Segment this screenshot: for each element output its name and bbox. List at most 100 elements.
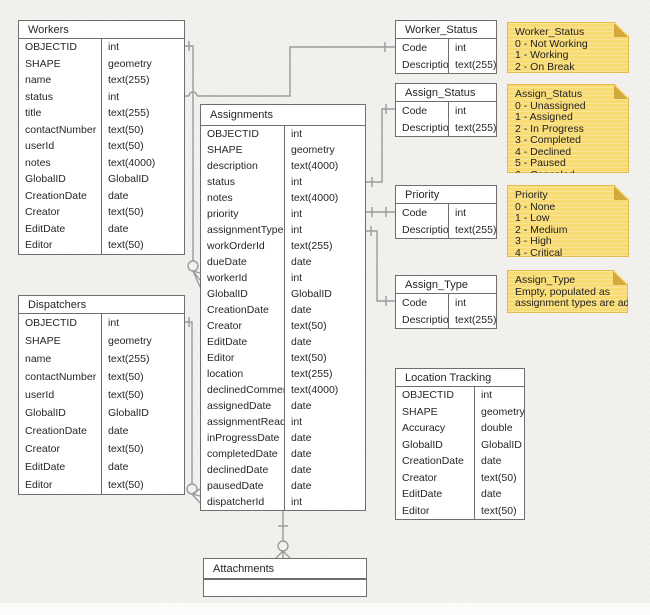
note-title: Assign_Status (515, 88, 583, 100)
relationship-dispatchers-assignments[interactable] (185, 317, 201, 504)
field-type: text(4000) (284, 382, 365, 398)
relationship-assignments-priority[interactable] (366, 207, 395, 217)
field-type: text(4000) (101, 154, 184, 171)
entity-table-attachments[interactable]: Attachments (203, 558, 367, 597)
field-type: GlobalID (101, 171, 184, 188)
field-type: date (284, 302, 365, 318)
field-type: text(255) (284, 238, 365, 254)
field-name: CreationDate (25, 189, 87, 202)
entity-table-priority[interactable]: PriorityCodeintDescriptiontext(255) (395, 185, 497, 239)
entity-table-worker_status[interactable]: Worker_StatusCodeintDescriptiontext(255) (395, 20, 497, 74)
relationship-assignments-assignstatus[interactable] (366, 104, 395, 187)
zero-circle (187, 260, 199, 272)
field-type: text(255) (448, 221, 496, 238)
field-type: text(50) (101, 138, 184, 155)
field-name: SHAPE (25, 335, 61, 347)
field-row: Descriptiontext(255) (396, 56, 496, 73)
zero-circle (277, 540, 289, 552)
note-line: 1 - Assigned (515, 111, 573, 123)
field-type: text(255) (448, 311, 496, 328)
entity-table-assign_status[interactable]: Assign_StatusCodeintDescriptiontext(255) (395, 83, 497, 137)
field-type: GlobalID (474, 436, 524, 453)
field-name: userId (25, 140, 55, 153)
field-type: int (284, 270, 365, 286)
field-type: text(4000) (284, 190, 365, 206)
field-name: Editor (25, 479, 53, 491)
field-name: Editor (25, 239, 53, 252)
field-name: OBJECTID (25, 41, 77, 54)
field-name: SHAPE (207, 144, 243, 156)
table-title: Attachments (204, 559, 366, 579)
field-name: Editor (207, 352, 235, 364)
field-name: EditDate (207, 336, 248, 348)
field-name: Accuracy (402, 422, 446, 435)
field-type: text(50) (101, 368, 184, 386)
relationship-assignments-attachments[interactable] (275, 509, 291, 559)
field-type: int (448, 102, 496, 119)
note-line: 0 - Unassigned (515, 99, 586, 112)
note-title: Priority (515, 189, 548, 201)
field-name: GlobalID (25, 173, 66, 186)
field-name: SHAPE (25, 57, 61, 70)
field-name: assignmentRead (207, 416, 284, 428)
field-name: assignmentType (207, 224, 284, 236)
field-name: Code (402, 206, 428, 219)
field-name: assignedDate (207, 400, 272, 412)
field-name: GlobalID (25, 407, 66, 419)
field-type: text(255) (101, 350, 184, 368)
field-name: Code (402, 104, 428, 117)
field-name: declinedDate (207, 464, 269, 476)
field-type: text(50) (101, 386, 184, 404)
relationship-workers-workerstatus[interactable] (185, 42, 395, 97)
note-line: 0 - None (515, 200, 556, 213)
field-name: location (207, 368, 244, 380)
table-title: Assign_Type (396, 276, 496, 294)
note-line: Empty, populated as (515, 285, 610, 298)
field-type: date (284, 254, 365, 270)
note-line: 4 - Critical (515, 246, 563, 259)
field-name: GlobalID (207, 288, 248, 300)
field-type: date (284, 462, 365, 478)
field-name: notes (25, 156, 51, 169)
field-name: EditDate (25, 222, 66, 235)
field-name: Editor (402, 504, 430, 517)
relationship-workers-assignments[interactable] (185, 41, 201, 288)
field-type: date (101, 220, 184, 237)
field-name: EditDate (25, 461, 66, 473)
field-type: geometry (284, 142, 365, 158)
field-name: dueDate (207, 256, 247, 268)
field-row: Code int (396, 102, 496, 119)
note-line: 3 - High (515, 235, 552, 247)
canvas-edge (0, 603, 650, 615)
field-type: int (101, 88, 184, 105)
field-row: Editor text(50) (19, 476, 184, 494)
table-title: Assignments (201, 105, 365, 126)
entity-table-assign_type[interactable]: Assign_TypeCodeintDescriptiontext(255) (395, 275, 497, 329)
field-type: text(50) (101, 476, 184, 494)
relationship-assignments-assigntype[interactable] (366, 226, 395, 306)
